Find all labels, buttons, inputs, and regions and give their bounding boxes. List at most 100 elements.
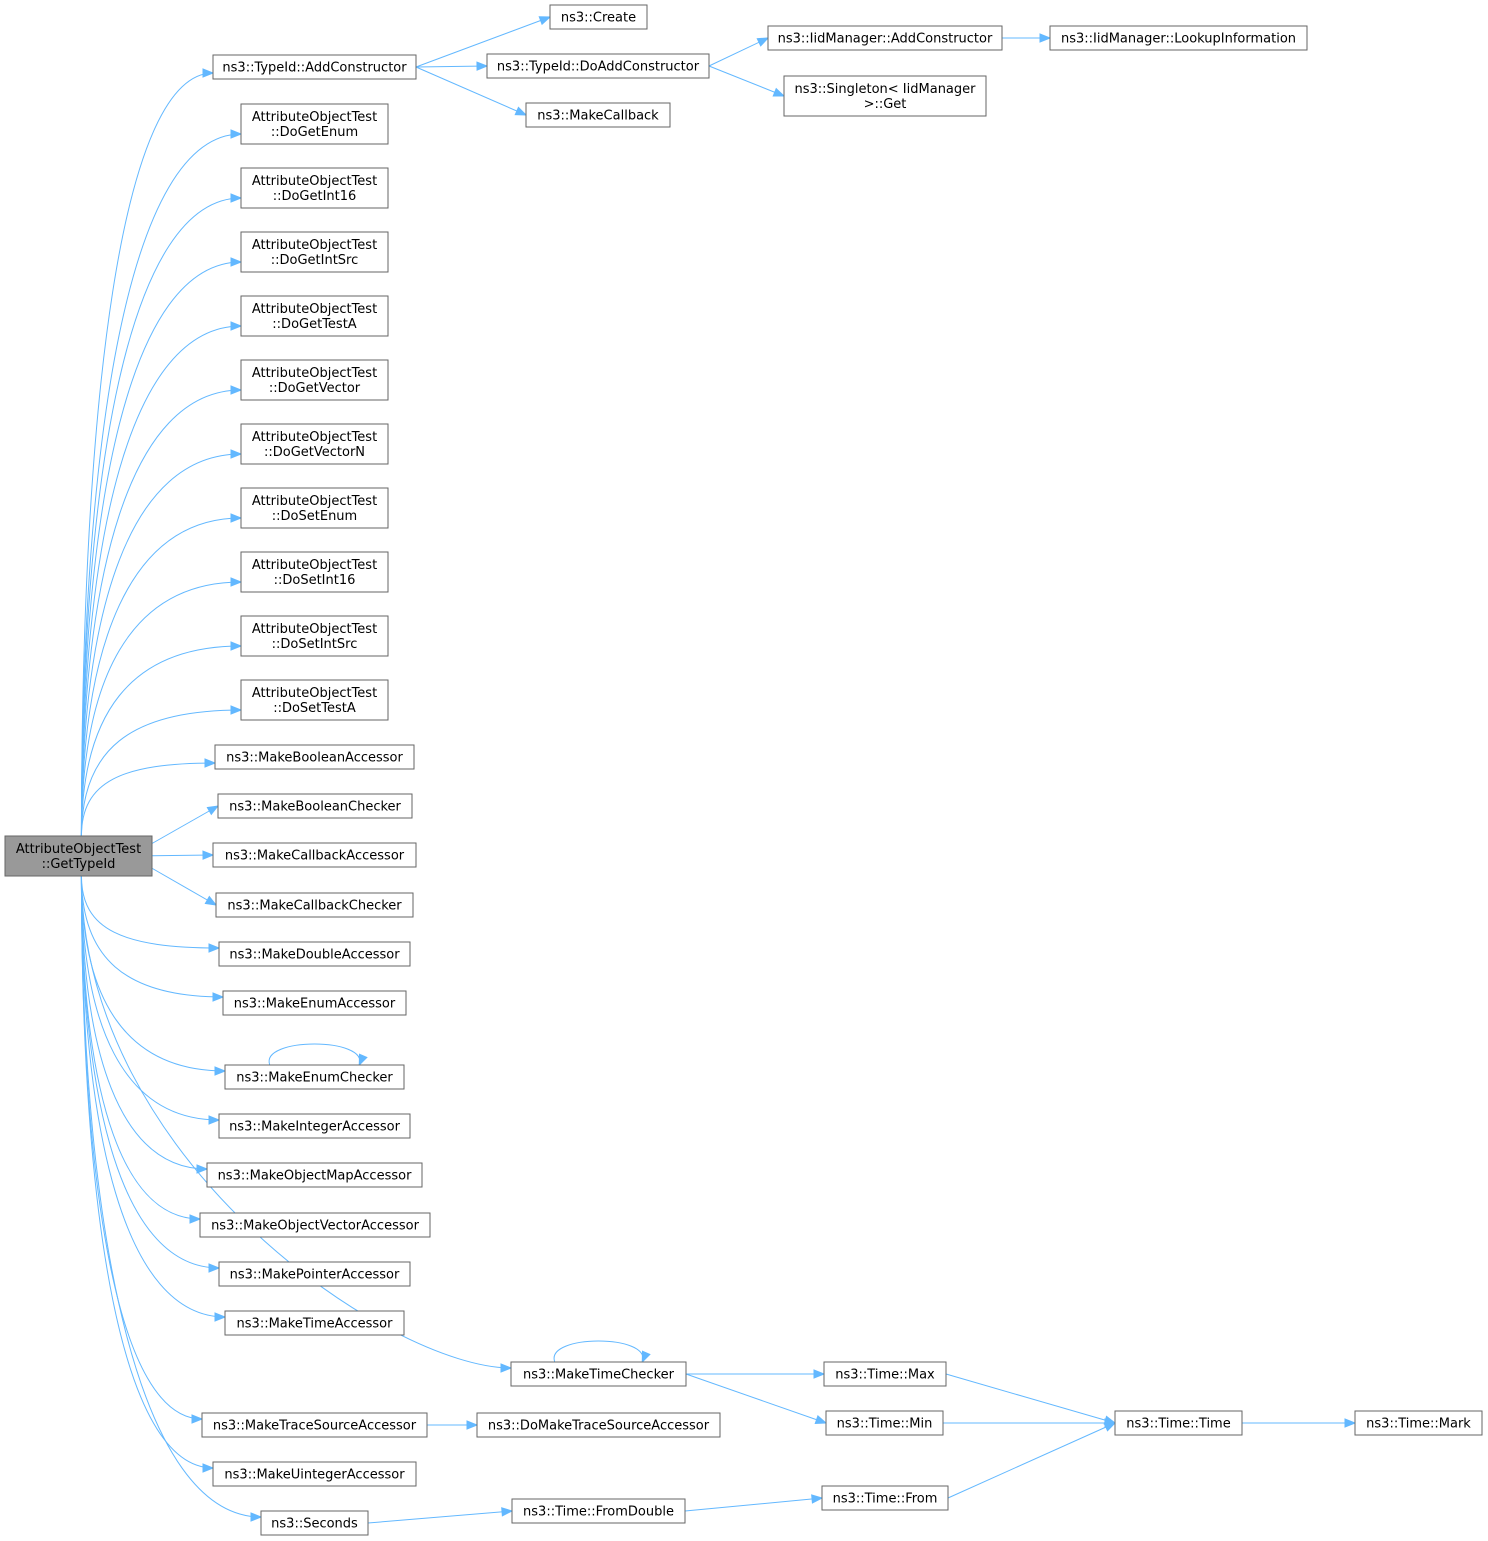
- edge-root-to-ptracc-line: [80, 875, 220, 1269]
- node-cbchk[interactable]: ns3::MakeCallbackChecker: [215, 892, 414, 918]
- node-objmapacc[interactable]: ns3::MakeObjectMapAccessor: [206, 1162, 423, 1188]
- node-dosetintsrc[interactable]: AttributeObjectTest::DoSetIntSrc: [240, 615, 389, 657]
- node-dblacc[interactable]: ns3::MakeDoubleAccessor: [218, 941, 411, 967]
- edge-timechk-to-timemin: [685, 1373, 828, 1425]
- edge-root-to-objvecacc-line: [80, 875, 201, 1220]
- edge-timetime-to-timemark-arrowhead: [1344, 1418, 1357, 1428]
- edge-root-to-objmapacc: [80, 875, 209, 1174]
- node-domaketrace[interactable]: ns3::DoMakeTraceSourceAccessor: [476, 1412, 721, 1438]
- node-makecallback[interactable]: ns3::MakeCallback: [525, 102, 671, 128]
- edge-enumchk-to-enumchk-arrowhead: [358, 1053, 368, 1067]
- node-dogettesta[interactable]: AttributeObjectTest::DoGetTestA: [240, 295, 389, 337]
- edge-root-to-timeacc-line: [80, 875, 226, 1318]
- node-timetime[interactable]: ns3::Time::Time: [1114, 1410, 1243, 1436]
- node-lookup[interactable]: ns3::IidManager::LookupInformation: [1049, 25, 1308, 51]
- edge-root-to-dosetenum-arrowhead: [230, 513, 243, 523]
- edge-root-to-dosetintsrc-line: [80, 645, 242, 837]
- edge-root-to-dogettesta: [80, 321, 243, 837]
- edge-root-to-seconds-arrowhead: [250, 1512, 263, 1522]
- edge-seconds-to-fromdouble-arrowhead: [501, 1507, 514, 1517]
- node-enumchk[interactable]: ns3::MakeEnumChecker: [224, 1064, 405, 1090]
- node-singleton-label-1: >::Get: [864, 97, 907, 112]
- node-timemark[interactable]: ns3::Time::Mark: [1354, 1410, 1483, 1436]
- edge-doaddctor-to-singleton: [708, 65, 786, 97]
- node-timemin[interactable]: ns3::Time::Min: [825, 1410, 944, 1436]
- edge-root-to-enumacc: [80, 875, 225, 1002]
- node-objvecacc[interactable]: ns3::MakeObjectVectorAccessor: [199, 1212, 431, 1238]
- edge-root-to-dosetenum-line: [80, 517, 242, 837]
- node-dogetenum[interactable]: AttributeObjectTest::DoGetEnum: [240, 103, 389, 145]
- edge-addctor-to-create: [415, 16, 552, 68]
- node-doaddctor[interactable]: ns3::TypeId::DoAddConstructor: [486, 53, 710, 79]
- node-intacc-box: [218, 1113, 411, 1139]
- edge-root-to-dogetint16-arrowhead: [230, 193, 243, 203]
- edge-timechk-to-timemin-line: [685, 1373, 827, 1424]
- edge-root-to-traceacc-arrowhead: [191, 1414, 204, 1424]
- node-dosetintsrc-label-1: ::DoSetIntSrc: [272, 637, 358, 652]
- node-dogetint16-label-1: ::DoGetInt16: [273, 189, 357, 204]
- node-root[interactable]: AttributeObjectTest::GetTypeId: [4, 835, 153, 877]
- edge-root-to-dogetvectorn-line: [80, 453, 242, 837]
- node-iidaddctor[interactable]: ns3::IidManager::AddConstructor: [767, 25, 1003, 51]
- edge-root-to-enumchk: [80, 875, 227, 1076]
- node-singleton[interactable]: ns3::Singleton< IidManager>::Get: [783, 75, 987, 117]
- node-addctor[interactable]: ns3::TypeId::AddConstructor: [212, 54, 417, 80]
- node-cbacc[interactable]: ns3::MakeCallbackAccessor: [212, 842, 417, 868]
- node-timemax[interactable]: ns3::Time::Max: [823, 1361, 947, 1387]
- node-dosetint16[interactable]: AttributeObjectTest::DoSetInt16: [240, 551, 389, 593]
- node-dblacc-label-0: ns3::MakeDoubleAccessor: [229, 948, 400, 963]
- edge-root-to-dogettesta-line: [80, 325, 242, 837]
- node-intacc[interactable]: ns3::MakeIntegerAccessor: [218, 1113, 411, 1139]
- node-timefrom[interactable]: ns3::Time::From: [821, 1485, 949, 1511]
- edge-root-to-dosetint16: [80, 577, 243, 837]
- node-dosetenum[interactable]: AttributeObjectTest::DoSetEnum: [240, 487, 389, 529]
- node-dogetvector[interactable]: AttributeObjectTest::DoGetVector: [240, 359, 389, 401]
- node-dosetint16-box: [240, 551, 389, 593]
- edge-root-to-seconds-line: [80, 875, 262, 1518]
- node-boolacc[interactable]: ns3::MakeBooleanAccessor: [214, 744, 415, 770]
- node-dogetintsrc[interactable]: AttributeObjectTest::DoGetIntSrc: [240, 231, 389, 273]
- node-timemin-box: [825, 1410, 944, 1436]
- node-domaketrace-label-0: ns3::DoMakeTraceSourceAccessor: [488, 1419, 710, 1434]
- edge-root-to-dblacc: [80, 875, 221, 953]
- node-dogetint16[interactable]: AttributeObjectTest::DoGetInt16: [240, 167, 389, 209]
- node-create[interactable]: ns3::Create: [549, 4, 648, 30]
- edge-root-to-boolchk-arrowhead: [206, 805, 220, 816]
- node-boolchk[interactable]: ns3::MakeBooleanChecker: [217, 793, 413, 819]
- edge-timechk-to-timechk: [553, 1340, 651, 1364]
- edge-enumchk-to-enumchk: [268, 1043, 368, 1067]
- edge-root-to-traceacc: [80, 875, 204, 1424]
- node-timemark-label-0: ns3::Time::Mark: [1366, 1417, 1471, 1432]
- edge-root-to-dogetint16-line: [80, 197, 242, 837]
- edge-root-to-dosetintsrc: [80, 641, 243, 837]
- node-timefrom-box: [821, 1485, 949, 1511]
- node-enumacc[interactable]: ns3::MakeEnumAccessor: [222, 990, 407, 1016]
- edge-timefrom-to-timetime-arrowhead: [1103, 1422, 1117, 1432]
- edge-timemin-to-timetime: [943, 1418, 1117, 1428]
- node-timeacc[interactable]: ns3::MakeTimeAccessor: [224, 1310, 405, 1336]
- node-root-label-0: AttributeObjectTest: [16, 842, 141, 857]
- node-traceacc[interactable]: ns3::MakeTraceSourceAccessor: [201, 1412, 428, 1438]
- edge-root-to-cbchk-arrowhead: [204, 895, 218, 906]
- node-uintacc[interactable]: ns3::MakeUintegerAccessor: [212, 1461, 417, 1487]
- node-ptracc[interactable]: ns3::MakePointerAccessor: [218, 1261, 411, 1287]
- edge-timefrom-to-timetime-line: [947, 1422, 1116, 1499]
- node-fromdouble[interactable]: ns3::Time::FromDouble: [511, 1498, 686, 1524]
- node-cbacc-label-0: ns3::MakeCallbackAccessor: [225, 849, 405, 864]
- edge-root-to-boolchk: [151, 805, 220, 844]
- node-timechk[interactable]: ns3::MakeTimeChecker: [510, 1361, 687, 1387]
- edge-root-to-seconds: [80, 875, 263, 1522]
- node-uintacc-box: [212, 1461, 417, 1487]
- node-fromdouble-label-0: ns3::Time::FromDouble: [523, 1505, 674, 1520]
- node-timefrom-label-0: ns3::Time::From: [833, 1492, 938, 1507]
- node-iidaddctor-label-0: ns3::IidManager::AddConstructor: [778, 32, 993, 47]
- node-dogetvector-box: [240, 359, 389, 401]
- edge-root-to-dogetvectorn: [80, 449, 243, 837]
- edge-enumchk-to-enumchk-line: [268, 1043, 361, 1066]
- edge-fromdouble-to-timefrom: [684, 1494, 824, 1512]
- node-dogetvectorn[interactable]: AttributeObjectTest::DoGetVectorN: [240, 423, 389, 465]
- node-dblacc-box: [218, 941, 411, 967]
- node-dosettesta[interactable]: AttributeObjectTest::DoSetTestA: [240, 679, 389, 721]
- edge-timechk-to-timechk-line: [553, 1340, 644, 1363]
- node-seconds[interactable]: ns3::Seconds: [260, 1510, 369, 1536]
